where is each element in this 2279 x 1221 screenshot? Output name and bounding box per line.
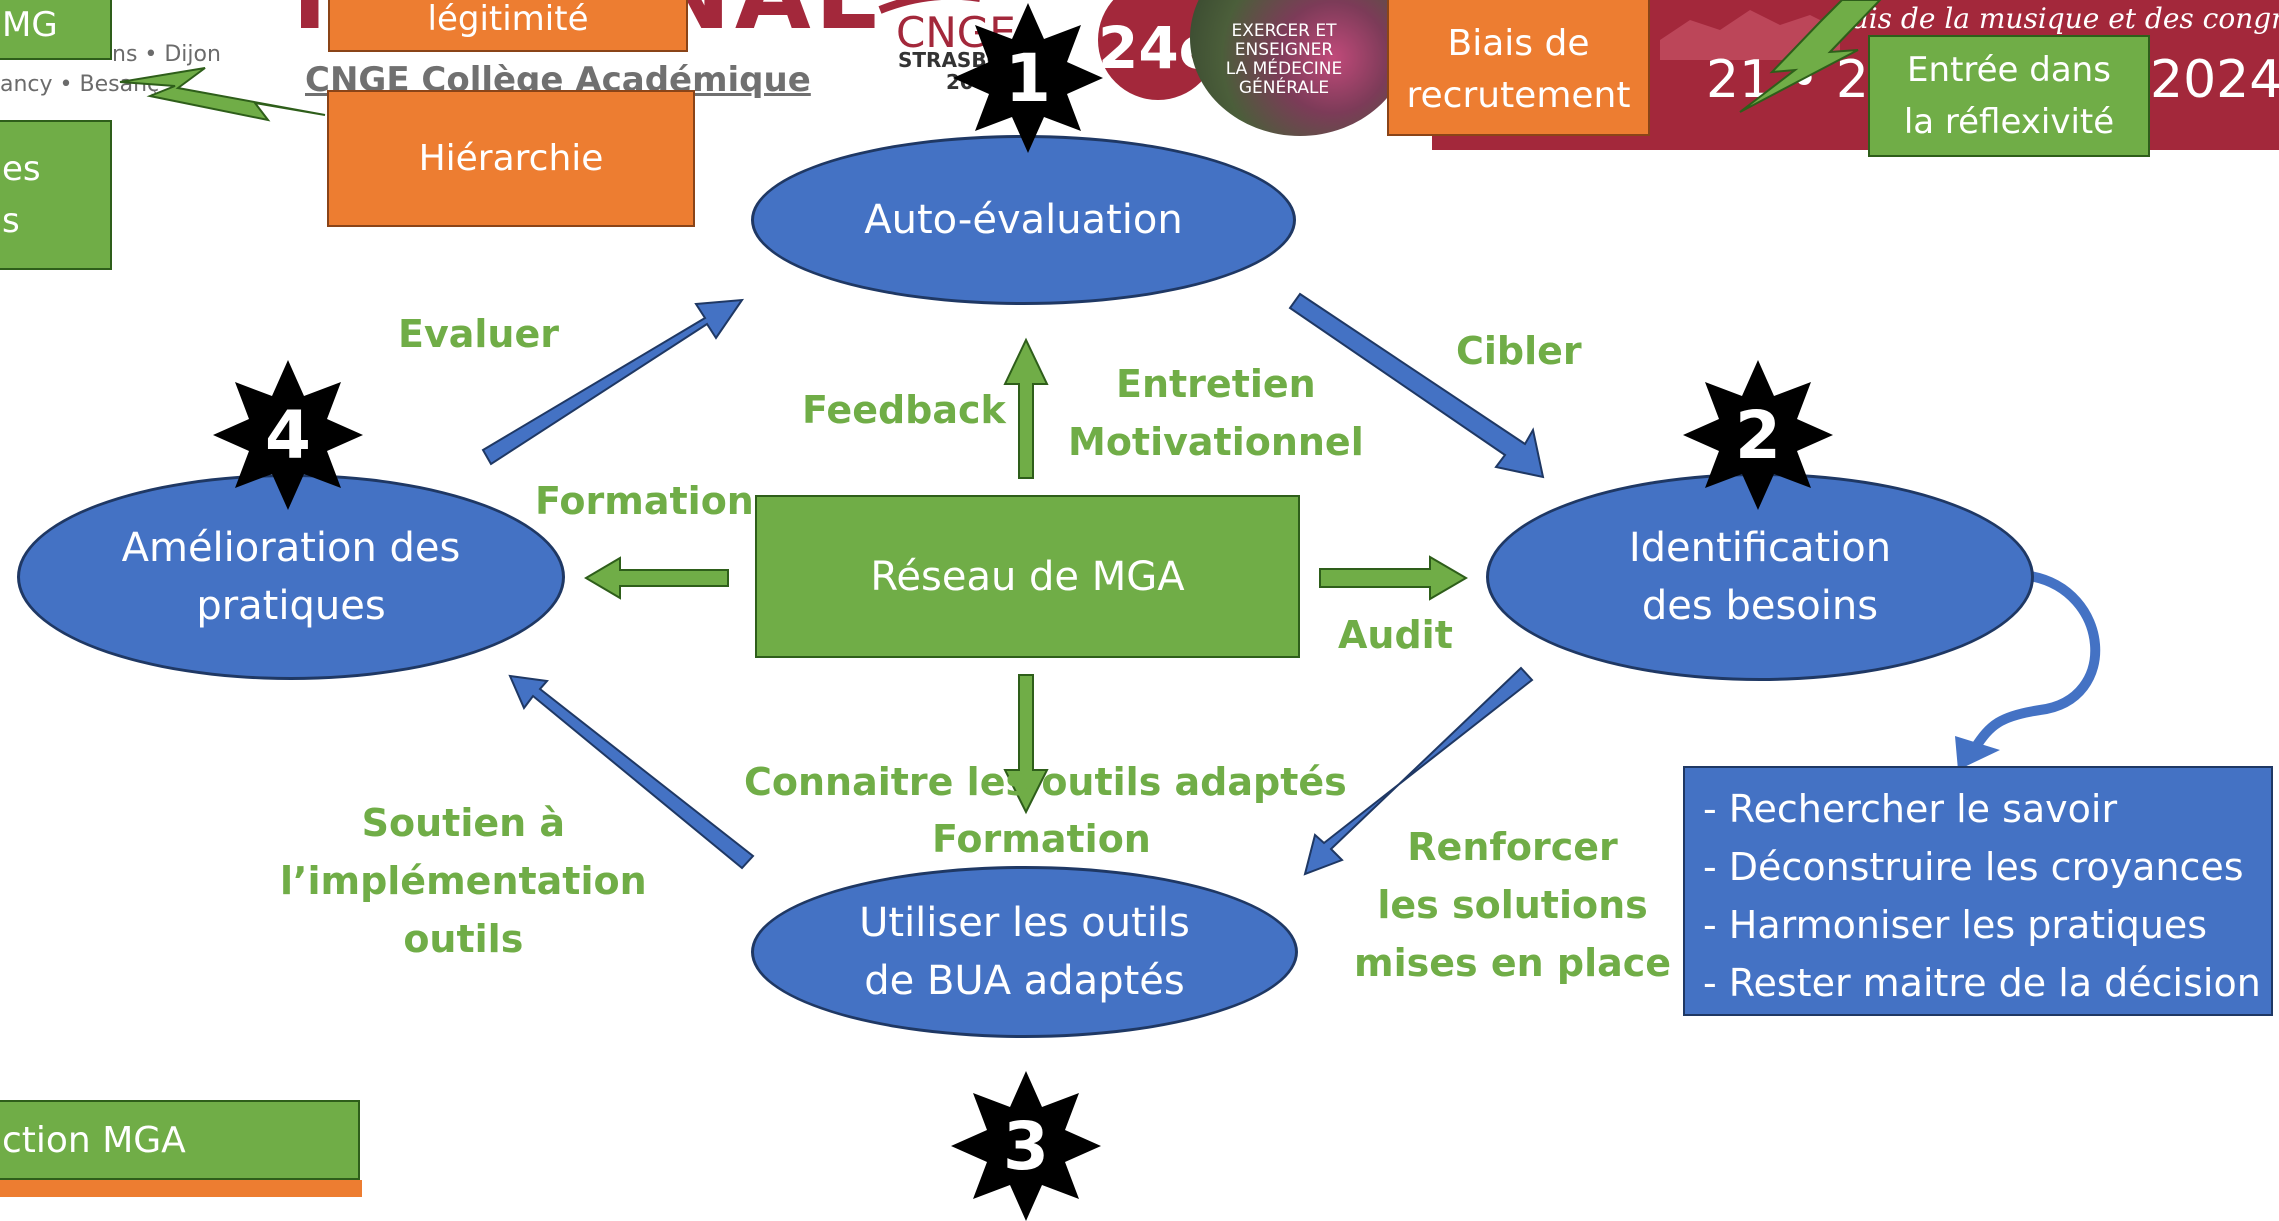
reseau-mga-box: Réseau de MGA: [755, 495, 1300, 658]
label-connaitre: Connaitre les outils adaptés: [744, 760, 1347, 804]
reflexivite-text: Entrée dans la réflexivité: [1903, 50, 2115, 142]
step4-number: 4: [265, 396, 311, 474]
arrow-center-left: [584, 556, 729, 600]
biais-recrutement-text: Biais de recrutement: [1406, 23, 1631, 116]
arrow-cibler: [1288, 292, 1545, 479]
label-cibler: Cibler: [1456, 329, 1582, 373]
star-badge-icon: [953, 3, 1103, 153]
star-badge-icon: [1683, 360, 1833, 510]
arrow-evaluer: [481, 298, 745, 466]
label-evaluer: Evaluer: [398, 312, 559, 356]
bottom-left-green-text: ction MGA: [2, 1119, 186, 1161]
arrow-soutien: [508, 674, 755, 870]
reseau-mga-text: Réseau de MGA: [870, 553, 1185, 600]
top-left-green-box-1-text: MG: [2, 5, 58, 45]
step4-number-badge: 4: [213, 360, 363, 510]
step1-number: 1: [1005, 39, 1051, 117]
label-audit: Audit: [1338, 613, 1453, 657]
label-formation-left: Formation: [535, 479, 754, 523]
venue-text: ais de la musique et des congrès: [1852, 2, 2279, 35]
needs-item: - Rechercher le savoir: [1703, 787, 2118, 831]
bottom-left-green-box: ction MGA: [0, 1100, 360, 1180]
arrow-center-right: [1319, 555, 1468, 601]
step2-number-badge: 2: [1683, 360, 1833, 510]
year-text: 2024: [2150, 50, 2279, 110]
top-left-green-box-2-text: es s: [2, 149, 41, 241]
step3-utiliser-outils: Utiliser les outils de BUA adaptés: [751, 866, 1298, 1038]
star-badge-icon: [951, 1071, 1101, 1221]
label-soutien: Soutien à l’implémentation outils: [280, 801, 647, 961]
arrow-renforcer: [1303, 666, 1534, 876]
needs-item: - Harmoniser les pratiques: [1703, 903, 2208, 947]
legitimite-box: légitimité: [328, 0, 688, 52]
hierarchie-box: Hiérarchie: [327, 90, 695, 227]
label-entretien: Entretien Motivationnel: [1068, 362, 1364, 464]
legitimite-text: légitimité: [427, 0, 589, 39]
arrow-center-up: [1003, 337, 1049, 479]
step1-number-badge: 1: [953, 3, 1103, 153]
step3-label: Utiliser les outils de BUA adaptés: [859, 900, 1190, 1004]
step3-number: 3: [1003, 1107, 1049, 1185]
step1-auto-evaluation: Auto-évaluation: [751, 135, 1296, 305]
left-cities-line-1: ns • Dijon: [112, 42, 221, 67]
hierarchie-text: Hiérarchie: [418, 138, 604, 179]
step4-amelioration: Amélioration des pratiques: [17, 474, 565, 680]
needs-item: - Déconstruire les croyances: [1703, 845, 2244, 889]
star-badge-icon: [213, 360, 363, 510]
step4-label: Amélioration des pratiques: [121, 525, 461, 629]
needs-list-box: - Rechercher le savoir - Déconstruire le…: [1683, 766, 2273, 1016]
step2-number: 2: [1735, 396, 1781, 474]
top-left-green-box-1: MG: [0, 0, 112, 60]
label-formation-bottom: Formation: [932, 817, 1151, 861]
arrow-needs-curve: [1970, 571, 2101, 751]
step2-identification: Identification des besoins: [1486, 473, 2034, 681]
arrow-needs-head: [1955, 736, 2000, 770]
biais-recrutement-box: Biais de recrutement: [1387, 0, 1650, 136]
cnge-swoosh-icon: [878, 0, 980, 14]
congress-theme-text: EXERCER ET ENSEIGNER LA MÉDECINE GÉNÉRAL…: [1225, 21, 1343, 98]
label-renforcer: Renforcer les solutions mises en place: [1354, 825, 1672, 985]
reflexivite-box: Entrée dans la réflexivité: [1868, 35, 2150, 157]
step3-number-badge: 3: [951, 1071, 1101, 1221]
step1-label: Auto-évaluation: [864, 197, 1183, 243]
needs-item: - Rester maitre de la décision: [1703, 961, 2261, 1005]
top-left-green-box-2: es s: [0, 120, 112, 270]
cnge-logo-mark: [870, 0, 990, 50]
label-feedback: Feedback: [802, 388, 1006, 432]
step2-label: Identification des besoins: [1628, 525, 1892, 629]
arrow-center-down: [1003, 674, 1049, 815]
bottom-left-orange-strip: [0, 1180, 362, 1197]
